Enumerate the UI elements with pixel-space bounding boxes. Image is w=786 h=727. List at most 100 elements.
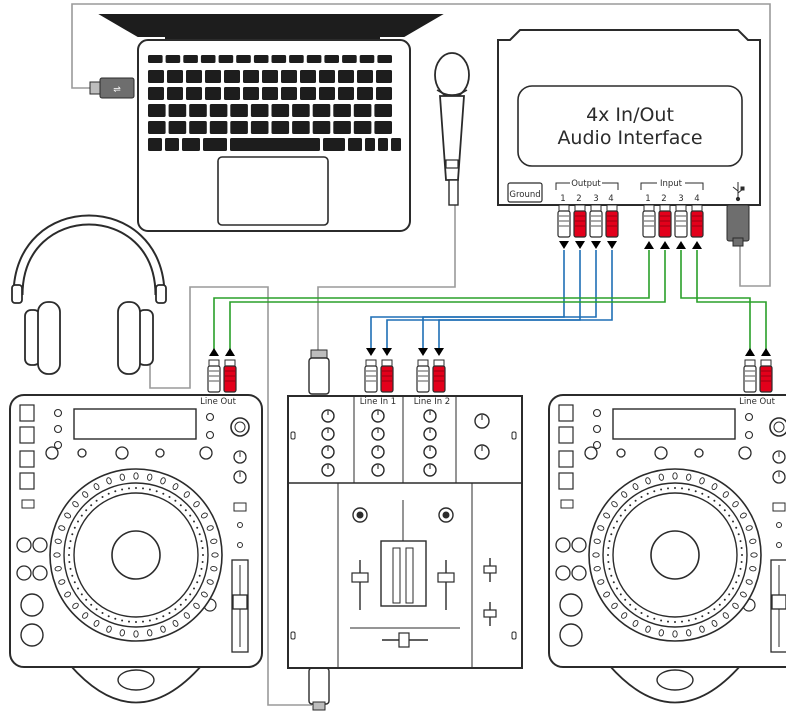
jog-tick [142, 620, 144, 623]
mixer-knob [321, 427, 335, 441]
jog-dot [119, 473, 125, 481]
jog-tick [728, 514, 731, 517]
jog-tick [85, 598, 88, 601]
rca-body [207, 365, 221, 393]
jog-tick [68, 561, 71, 563]
player-led [205, 412, 215, 422]
jog-dot [172, 619, 179, 627]
rca-plug-icon [658, 204, 672, 238]
jog-tick [740, 561, 743, 563]
jog-dot [739, 512, 747, 519]
key [186, 70, 202, 83]
arrow-down-icon [434, 348, 444, 356]
jog-tick [619, 514, 622, 517]
key [253, 55, 269, 63]
jog-tick [189, 514, 192, 517]
key [271, 55, 287, 63]
jog-dot [58, 525, 66, 531]
mixer-knob [321, 463, 335, 477]
input-ch3: 3 [678, 194, 683, 204]
jog-tick [189, 593, 192, 596]
jog-tick [723, 509, 726, 512]
rca-tip [574, 204, 586, 212]
jog-dot [745, 525, 753, 531]
jog-tick [162, 615, 165, 618]
jog-dot [54, 538, 62, 544]
jog-dot [745, 579, 753, 585]
rca-tip [659, 204, 671, 212]
jog-tick [128, 620, 130, 623]
jog-dot [93, 483, 100, 491]
jog-tick [201, 561, 204, 563]
jog-dot [593, 566, 601, 572]
jog-tick [202, 554, 204, 556]
jog-tick [73, 526, 76, 529]
jog-dot [632, 483, 639, 491]
player-button [558, 450, 574, 468]
jog-dot [183, 491, 190, 498]
key [357, 87, 373, 100]
player-button-round [555, 537, 571, 553]
key [167, 70, 183, 83]
jog-dot [603, 512, 611, 519]
player-button-round [555, 565, 571, 581]
jog-dot [206, 579, 214, 585]
jog-tick [95, 608, 98, 611]
key [292, 121, 310, 134]
player-button [19, 404, 35, 422]
rca-plug-icon [380, 359, 394, 393]
disc-hole [656, 669, 694, 691]
jog-tick [660, 619, 663, 622]
pitch-handle [771, 594, 786, 610]
arrow-down-icon [382, 348, 392, 356]
jog-dot [645, 625, 651, 633]
jog-tick [732, 587, 734, 590]
jog-tick [114, 490, 117, 493]
jog-tick [73, 581, 76, 584]
key [292, 104, 310, 117]
jog-tick [646, 615, 649, 618]
arrow-up-icon [761, 348, 771, 356]
jog-tick [616, 520, 618, 523]
jog-tick [85, 509, 88, 512]
jog-tick [168, 496, 171, 498]
jog-tick [198, 574, 201, 577]
player-button [558, 426, 574, 444]
jog-tick [198, 533, 201, 536]
jog-dot [597, 525, 605, 531]
arrow-down-icon [559, 241, 569, 249]
arrow-up-icon [692, 241, 702, 249]
rca-plug-icon [690, 204, 704, 238]
key [243, 70, 259, 83]
player-button-round [115, 446, 129, 460]
jog-dot [211, 552, 219, 558]
rca-tip [643, 204, 655, 212]
key [281, 70, 297, 83]
jog-tick [723, 598, 726, 601]
player-play-button [559, 623, 583, 647]
mixer-knob [474, 444, 490, 460]
player-play-button [20, 593, 44, 617]
key [182, 138, 200, 151]
mixer-knobs [321, 409, 490, 477]
arrow-down-icon [607, 241, 617, 249]
key [377, 55, 392, 63]
jog-tick [713, 499, 716, 502]
rca-body [674, 210, 688, 238]
rca-body [380, 365, 394, 393]
key [333, 121, 351, 134]
key [165, 55, 181, 63]
jog-dot [711, 483, 718, 491]
jog-tick [701, 492, 704, 495]
jog-tick [90, 504, 93, 507]
rca-body [658, 210, 672, 238]
jog-dot [597, 579, 605, 585]
device-rca-plugs [207, 348, 773, 393]
jog-tick [687, 619, 690, 622]
jog-tick [69, 540, 72, 543]
rca-tip [208, 359, 220, 367]
player-led [237, 522, 243, 528]
key [300, 87, 316, 100]
rca-tip [744, 359, 756, 367]
player-slot [21, 499, 35, 509]
